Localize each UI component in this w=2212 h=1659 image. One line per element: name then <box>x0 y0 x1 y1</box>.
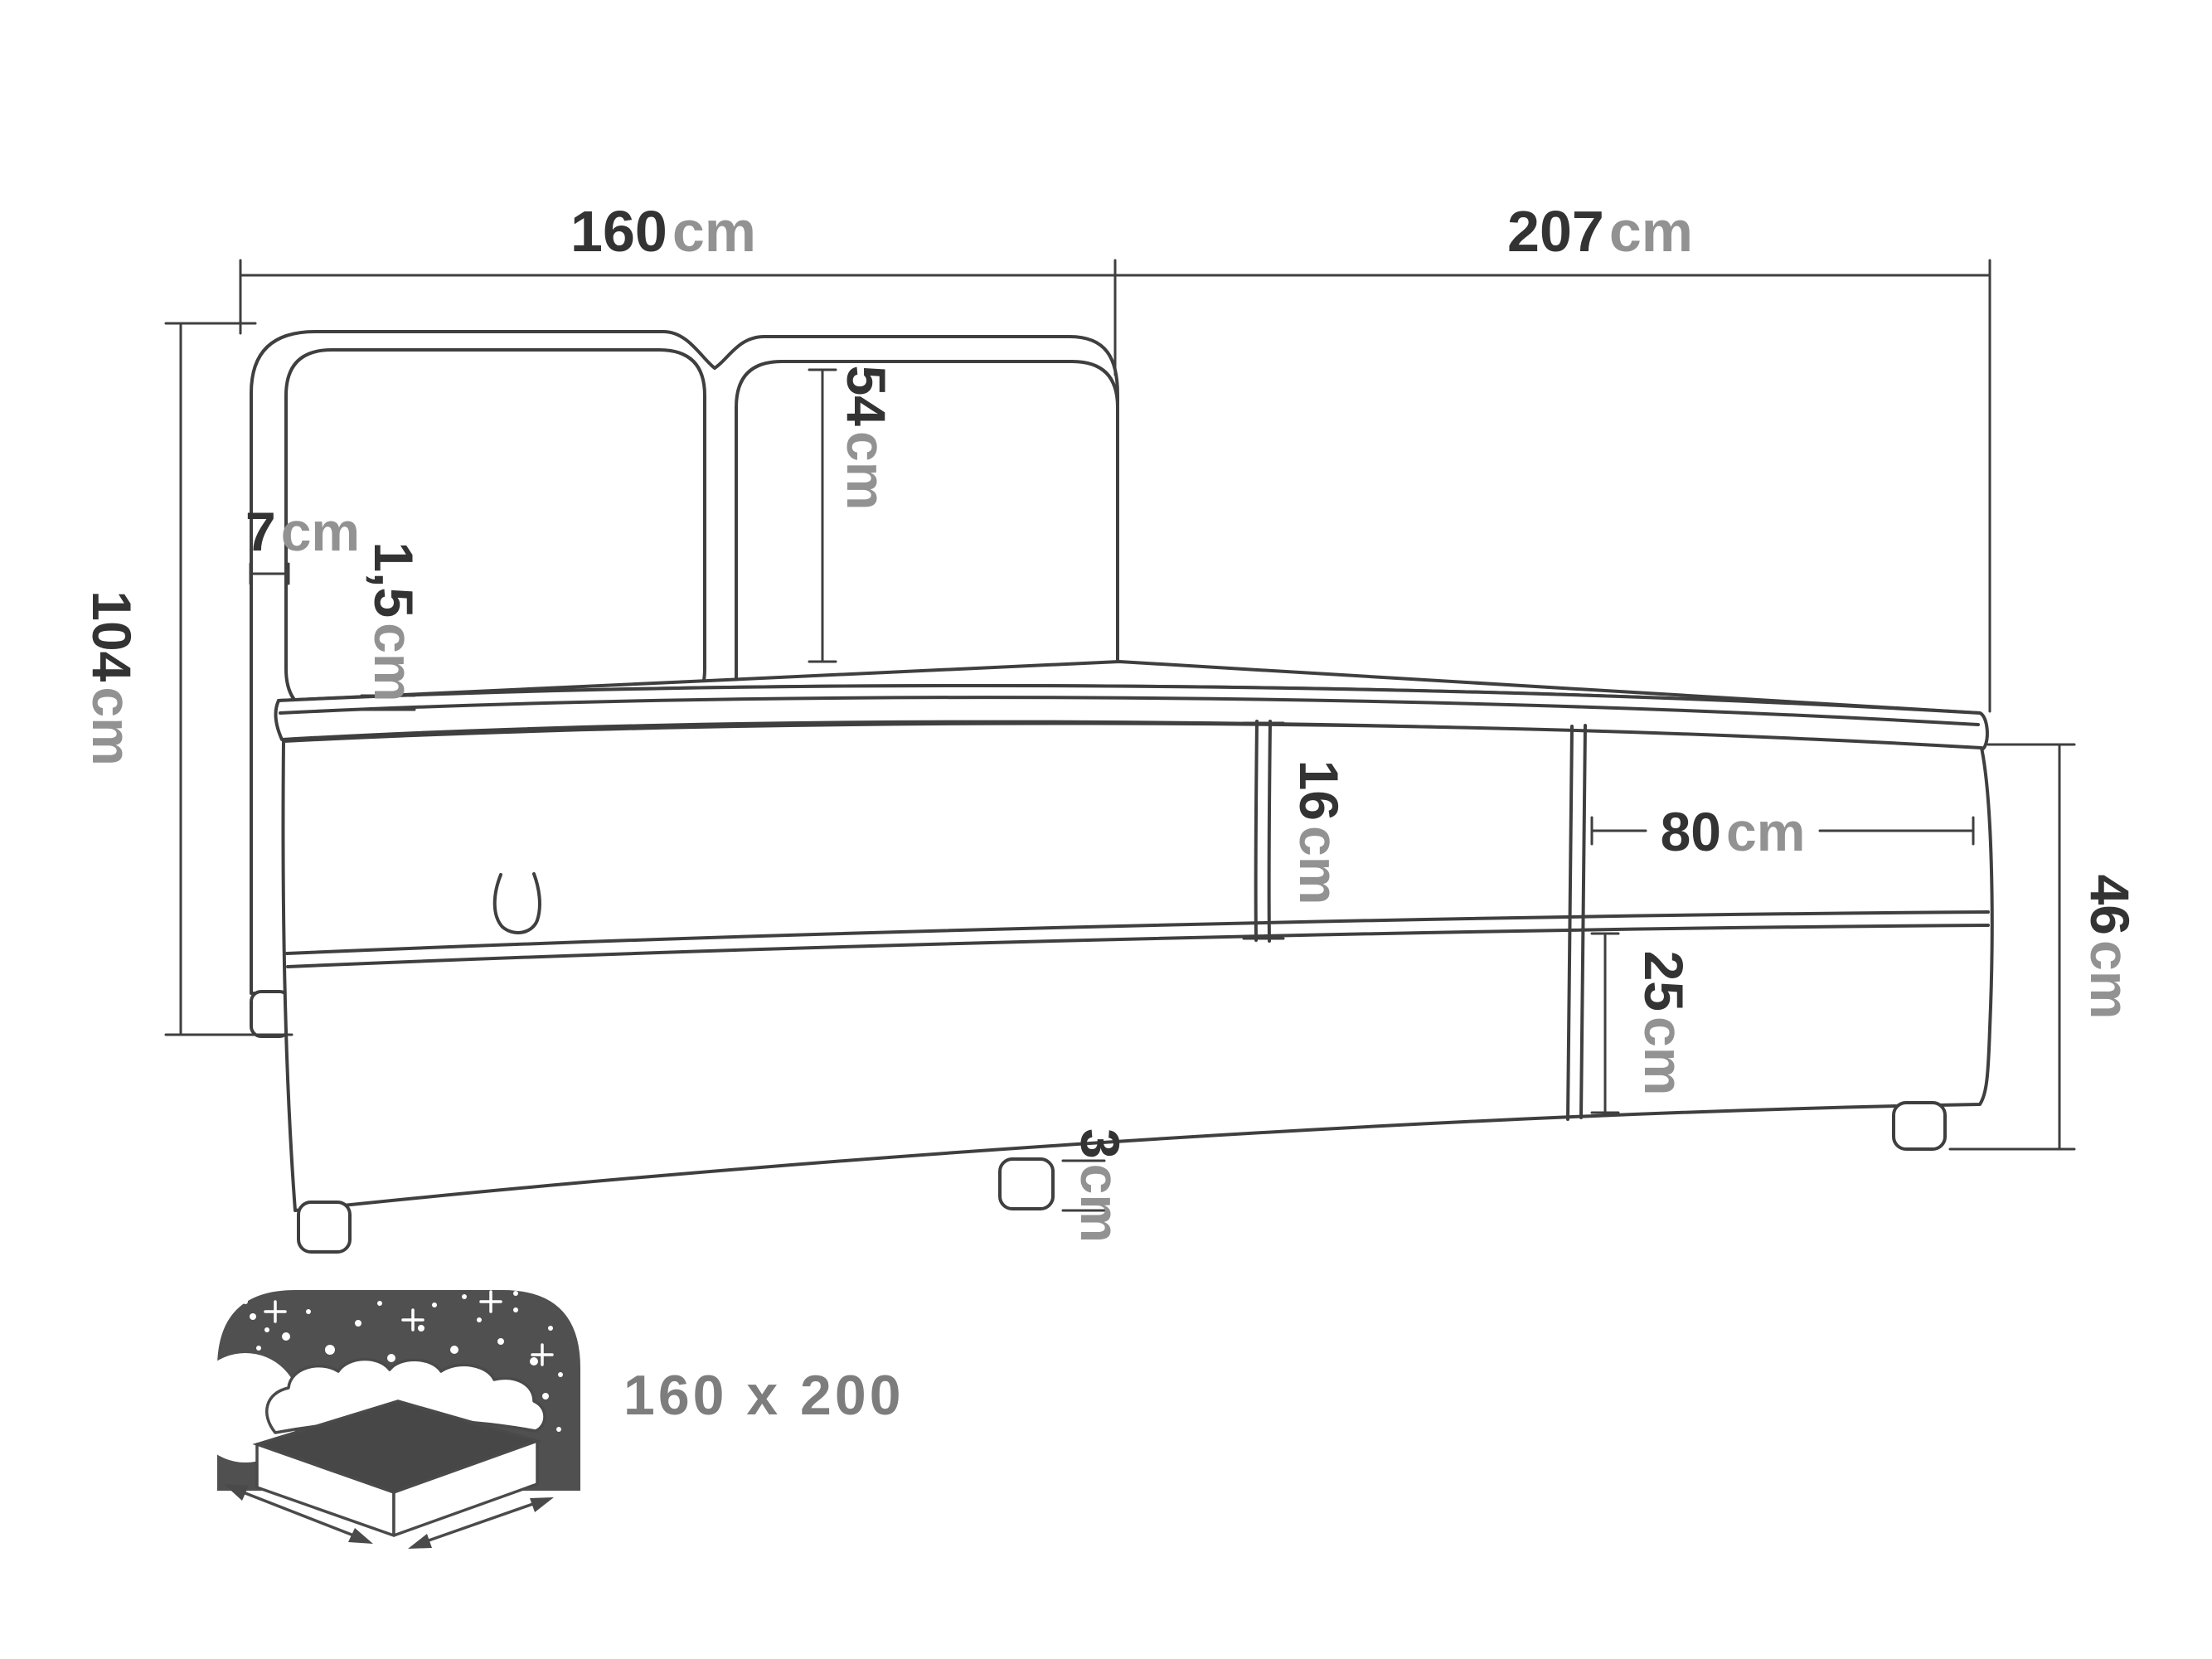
bed-drawing <box>250 330 1994 1254</box>
mini-bed-front-right-face <box>392 1439 539 1537</box>
dim-label-cushion-height: 54cm <box>836 366 897 511</box>
dim-label-headboard-width: 160cm <box>570 199 756 264</box>
bed-leg-foot-right <box>1892 1101 1947 1151</box>
dim-label-side-section-width: 80cm <box>1661 801 1806 862</box>
fabric-seam-mid-1 <box>1254 720 1259 942</box>
product-icon: 160 x 200 <box>191 1290 905 1549</box>
dim-leg-height: 3cm <box>1061 1128 1131 1243</box>
bed-leg-front-middle <box>998 1157 1055 1210</box>
storage-lid-seam-lower <box>286 924 1990 968</box>
length-arrow <box>408 1497 554 1549</box>
dim-label-leg-height: 3cm <box>1070 1128 1131 1243</box>
dim-mattress-edge: 1,5cm <box>360 541 424 711</box>
dim-label-storage-height: 25cm <box>1633 951 1695 1096</box>
width-arrow <box>224 1484 373 1544</box>
dimension-lines: 160cm 207cm 104cm 7cm 54cm <box>81 199 2141 1243</box>
dim-label-mattress-edge: 1,5cm <box>363 541 424 701</box>
base-front <box>281 721 1994 1212</box>
dim-label-total-length: 207cm <box>1507 199 1693 264</box>
dim-label-headboard-height: 104cm <box>81 590 143 766</box>
bed-leg-front-left <box>297 1201 352 1254</box>
size-badge-label: 160 x 200 <box>623 1364 905 1427</box>
dim-storage-height: 25cm <box>1590 932 1695 1114</box>
mattress-welt-line <box>279 696 1980 726</box>
headboard-outer-frame <box>250 330 1119 995</box>
fabric-seam-right-2 <box>1579 724 1587 1119</box>
moon-shape <box>191 1353 300 1463</box>
lid-handle <box>492 872 541 934</box>
dim-side-section-width: 80cm <box>1590 801 1975 862</box>
fabric-seam-mid-2 <box>1267 720 1272 943</box>
dim-label-upper-box-height: 16cm <box>1288 760 1350 905</box>
dim-total-length: 207cm <box>1113 199 1991 713</box>
storage-lid-seam-upper <box>285 910 1990 955</box>
dim-cushion-height: 54cm <box>808 366 897 663</box>
dim-label-frame-border: 7cm <box>245 501 360 562</box>
mini-bed-mattress <box>265 1357 546 1434</box>
dim-base-height: 46cm <box>1948 743 2141 1151</box>
star-sparkles <box>264 1290 554 1366</box>
dim-label-base-height: 46cm <box>2079 875 2141 1020</box>
fabric-seam-right-1 <box>1566 725 1574 1121</box>
dim-headboard-height: 104cm <box>81 322 293 1036</box>
dim-upper-box-height: 16cm <box>1242 721 1350 940</box>
dim-frame-border: 7cm <box>245 501 360 585</box>
